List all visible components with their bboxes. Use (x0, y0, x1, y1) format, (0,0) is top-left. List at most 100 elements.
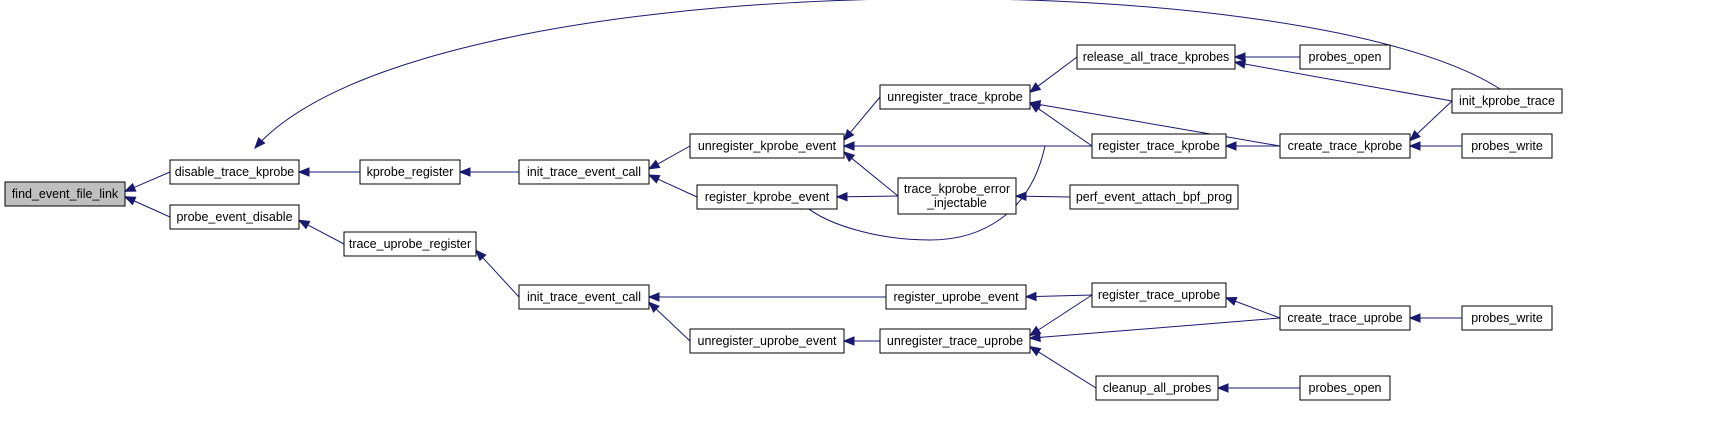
arrow-head (1028, 325, 1042, 337)
arrow-head (1408, 141, 1421, 151)
arrow-head (1409, 129, 1421, 142)
edge-n17-to-n15 (1408, 141, 1462, 151)
node-box (1451, 88, 1563, 114)
node-box (1299, 375, 1391, 401)
node-probe-event-disable[interactable]: probe_event_disable (169, 204, 300, 230)
edge-n21-to-n20 (1028, 294, 1093, 337)
node-register-kprobe-event[interactable]: register_kprobe_event (696, 184, 838, 210)
node-box (1299, 44, 1391, 70)
edge-n3-to-n1 (297, 167, 360, 177)
arrow-head (842, 151, 856, 163)
arrow-head (254, 136, 266, 150)
edge-line (1039, 104, 1281, 147)
node-create-trace-uprobe[interactable]: create_trace_uprobe (1279, 305, 1411, 331)
node-label: create_trace_kprobe (1288, 139, 1403, 153)
edge-n11-to-n9 (1028, 56, 1078, 94)
node-cleanup-all-probes[interactable]: cleanup_all_probes (1095, 375, 1219, 401)
node-box (689, 133, 845, 159)
edge-line (1035, 294, 1093, 297)
edge-n25-to-n23 (1408, 313, 1462, 323)
node-box (1091, 133, 1227, 159)
arrow-head (1224, 297, 1238, 306)
edge-line (1038, 351, 1097, 389)
node-label: trace_uprobe_register (349, 237, 471, 251)
edges-layer (123, 0, 1501, 393)
node-label: register_trace_kprobe (1098, 139, 1220, 153)
arrow-head (297, 219, 311, 230)
edge-line (482, 257, 520, 298)
node-label: release_all_trace_kprobes (1083, 50, 1230, 64)
node-label: probes_write (1471, 311, 1543, 325)
edge-line (657, 178, 698, 198)
edge-n12-to-n7 (842, 141, 1092, 151)
node-label: unregister_trace_uprobe (887, 334, 1023, 348)
node-init-trace-event-call[interactable]: init_trace_event_call (518, 159, 650, 185)
edge-n16-to-n11 (1233, 59, 1453, 102)
node-box (169, 159, 300, 185)
node-init-kprobe-trace[interactable]: init_kprobe_trace (1451, 88, 1563, 114)
edge-line (133, 200, 171, 218)
edge-n15-to-n9 (1028, 99, 1281, 147)
edge-n16-to-n15 (1409, 100, 1453, 142)
node-trace-kprobe-error-injectable[interactable]: trace_kprobe_error_injectable (897, 177, 1017, 215)
edge-line (1235, 300, 1281, 319)
node-kprobe-register[interactable]: kprobe_register (359, 159, 461, 185)
node-perf-event-attach-bpf-prog[interactable]: perf_event_attach_bpf_prog (1069, 184, 1239, 210)
node-probes-write[interactable]: probes_write (1461, 133, 1553, 159)
node-label: disable_trace_kprobe (175, 165, 295, 179)
edge-line (1039, 317, 1281, 338)
node-box (689, 328, 845, 354)
edge-line (1037, 56, 1078, 87)
edge-n24-to-n22 (1216, 383, 1300, 393)
node-unregister-trace-kprobe[interactable]: unregister_trace_kprobe (879, 84, 1031, 110)
node-register-trace-uprobe[interactable]: register_trace_uprobe (1091, 282, 1227, 308)
edge-n12-to-n9 (1028, 102, 1093, 147)
node-unregister-kprobe-event[interactable]: unregister_kprobe_event (689, 133, 845, 159)
node-unregister-uprobe-event[interactable]: unregister_uprobe_event (689, 328, 845, 354)
edge-line (1025, 195, 1071, 198)
arrow-head (1028, 99, 1042, 110)
edge-n19-to-n6 (648, 301, 691, 342)
node-label: kprobe_register (367, 165, 454, 179)
node-box (1069, 184, 1239, 210)
edge-n2-to-n0 (123, 196, 171, 218)
node-register-uprobe-event[interactable]: register_uprobe_event (885, 284, 1027, 310)
edge-n20-to-n19 (842, 336, 880, 346)
node-disable-trace-kprobe[interactable]: disable_trace_kprobe (169, 159, 300, 185)
node-label: create_trace_uprobe (1287, 311, 1402, 325)
arrow-head (1224, 141, 1237, 151)
arrow-head (1028, 345, 1042, 357)
node-box (879, 84, 1031, 110)
node-probes-open[interactable]: probes_open (1299, 375, 1391, 401)
node-box (1279, 133, 1411, 159)
node-box (696, 184, 838, 210)
edge-n8-to-n5 (647, 174, 698, 198)
node-box (518, 284, 650, 310)
edge-line (254, 0, 1501, 149)
node-register-trace-kprobe[interactable]: register_trace_kprobe (1091, 133, 1227, 159)
node-box (879, 328, 1031, 354)
node-init-trace-event-call[interactable]: init_trace_event_call (518, 284, 650, 310)
nodes-layer: find_event_file_link disable_trace_kprobe… (4, 44, 1563, 401)
node-probes-open[interactable]: probes_open (1299, 44, 1391, 70)
node-release-all-trace-kprobes[interactable]: release_all_trace_kprobes (1076, 44, 1236, 70)
arrow-head (1233, 52, 1246, 62)
edge-line (1037, 108, 1093, 147)
node-unregister-trace-uprobe[interactable]: unregister_trace_uprobe (879, 328, 1031, 354)
node-box (359, 159, 461, 185)
arrow-head (1024, 291, 1037, 302)
node-find-event-file-link[interactable]: find_event_file_link (4, 181, 126, 207)
edge-line (655, 308, 691, 342)
arrow-head (1028, 332, 1041, 343)
arrow-head (123, 196, 137, 206)
node-trace-uprobe-register[interactable]: trace_uprobe_register (343, 231, 477, 257)
arrow-head (123, 182, 137, 192)
node-label: init_kprobe_trace (1459, 94, 1555, 108)
arrow-head (647, 159, 661, 170)
node-probes-write[interactable]: probes_write (1461, 305, 1553, 331)
edge-n9-to-n7 (843, 96, 881, 142)
node-box (1461, 133, 1553, 159)
node-label: probes_open (1309, 50, 1382, 64)
node-create-trace-kprobe[interactable]: create_trace_kprobe (1279, 133, 1411, 159)
